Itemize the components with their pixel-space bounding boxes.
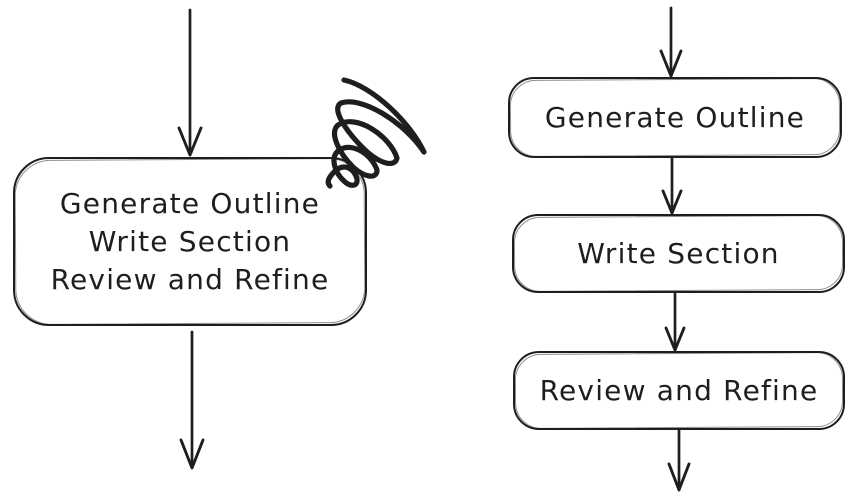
arrow-down-icon	[179, 330, 205, 470]
node-label-line: Review and Refine	[50, 262, 330, 296]
flow-node-write-section: Write Section	[512, 214, 845, 293]
arrow-down-icon	[177, 8, 203, 157]
flow-node-combined-steps: Generate Outline Write Section Review an…	[13, 157, 367, 326]
node-label: Write Section	[577, 236, 780, 270]
arrow-down-icon	[667, 428, 691, 492]
node-label-line: Generate Outline	[59, 186, 321, 220]
node-label: Review and Refine	[539, 373, 819, 407]
node-label: Generate Outline	[544, 100, 806, 134]
flow-node-review-and-refine: Review and Refine	[513, 351, 845, 430]
arrow-down-icon	[659, 6, 683, 78]
flow-node-generate-outline: Generate Outline	[508, 77, 842, 158]
node-label-line: Write Section	[88, 224, 292, 258]
arrow-down-icon	[661, 156, 683, 215]
arrow-down-icon	[664, 292, 686, 352]
